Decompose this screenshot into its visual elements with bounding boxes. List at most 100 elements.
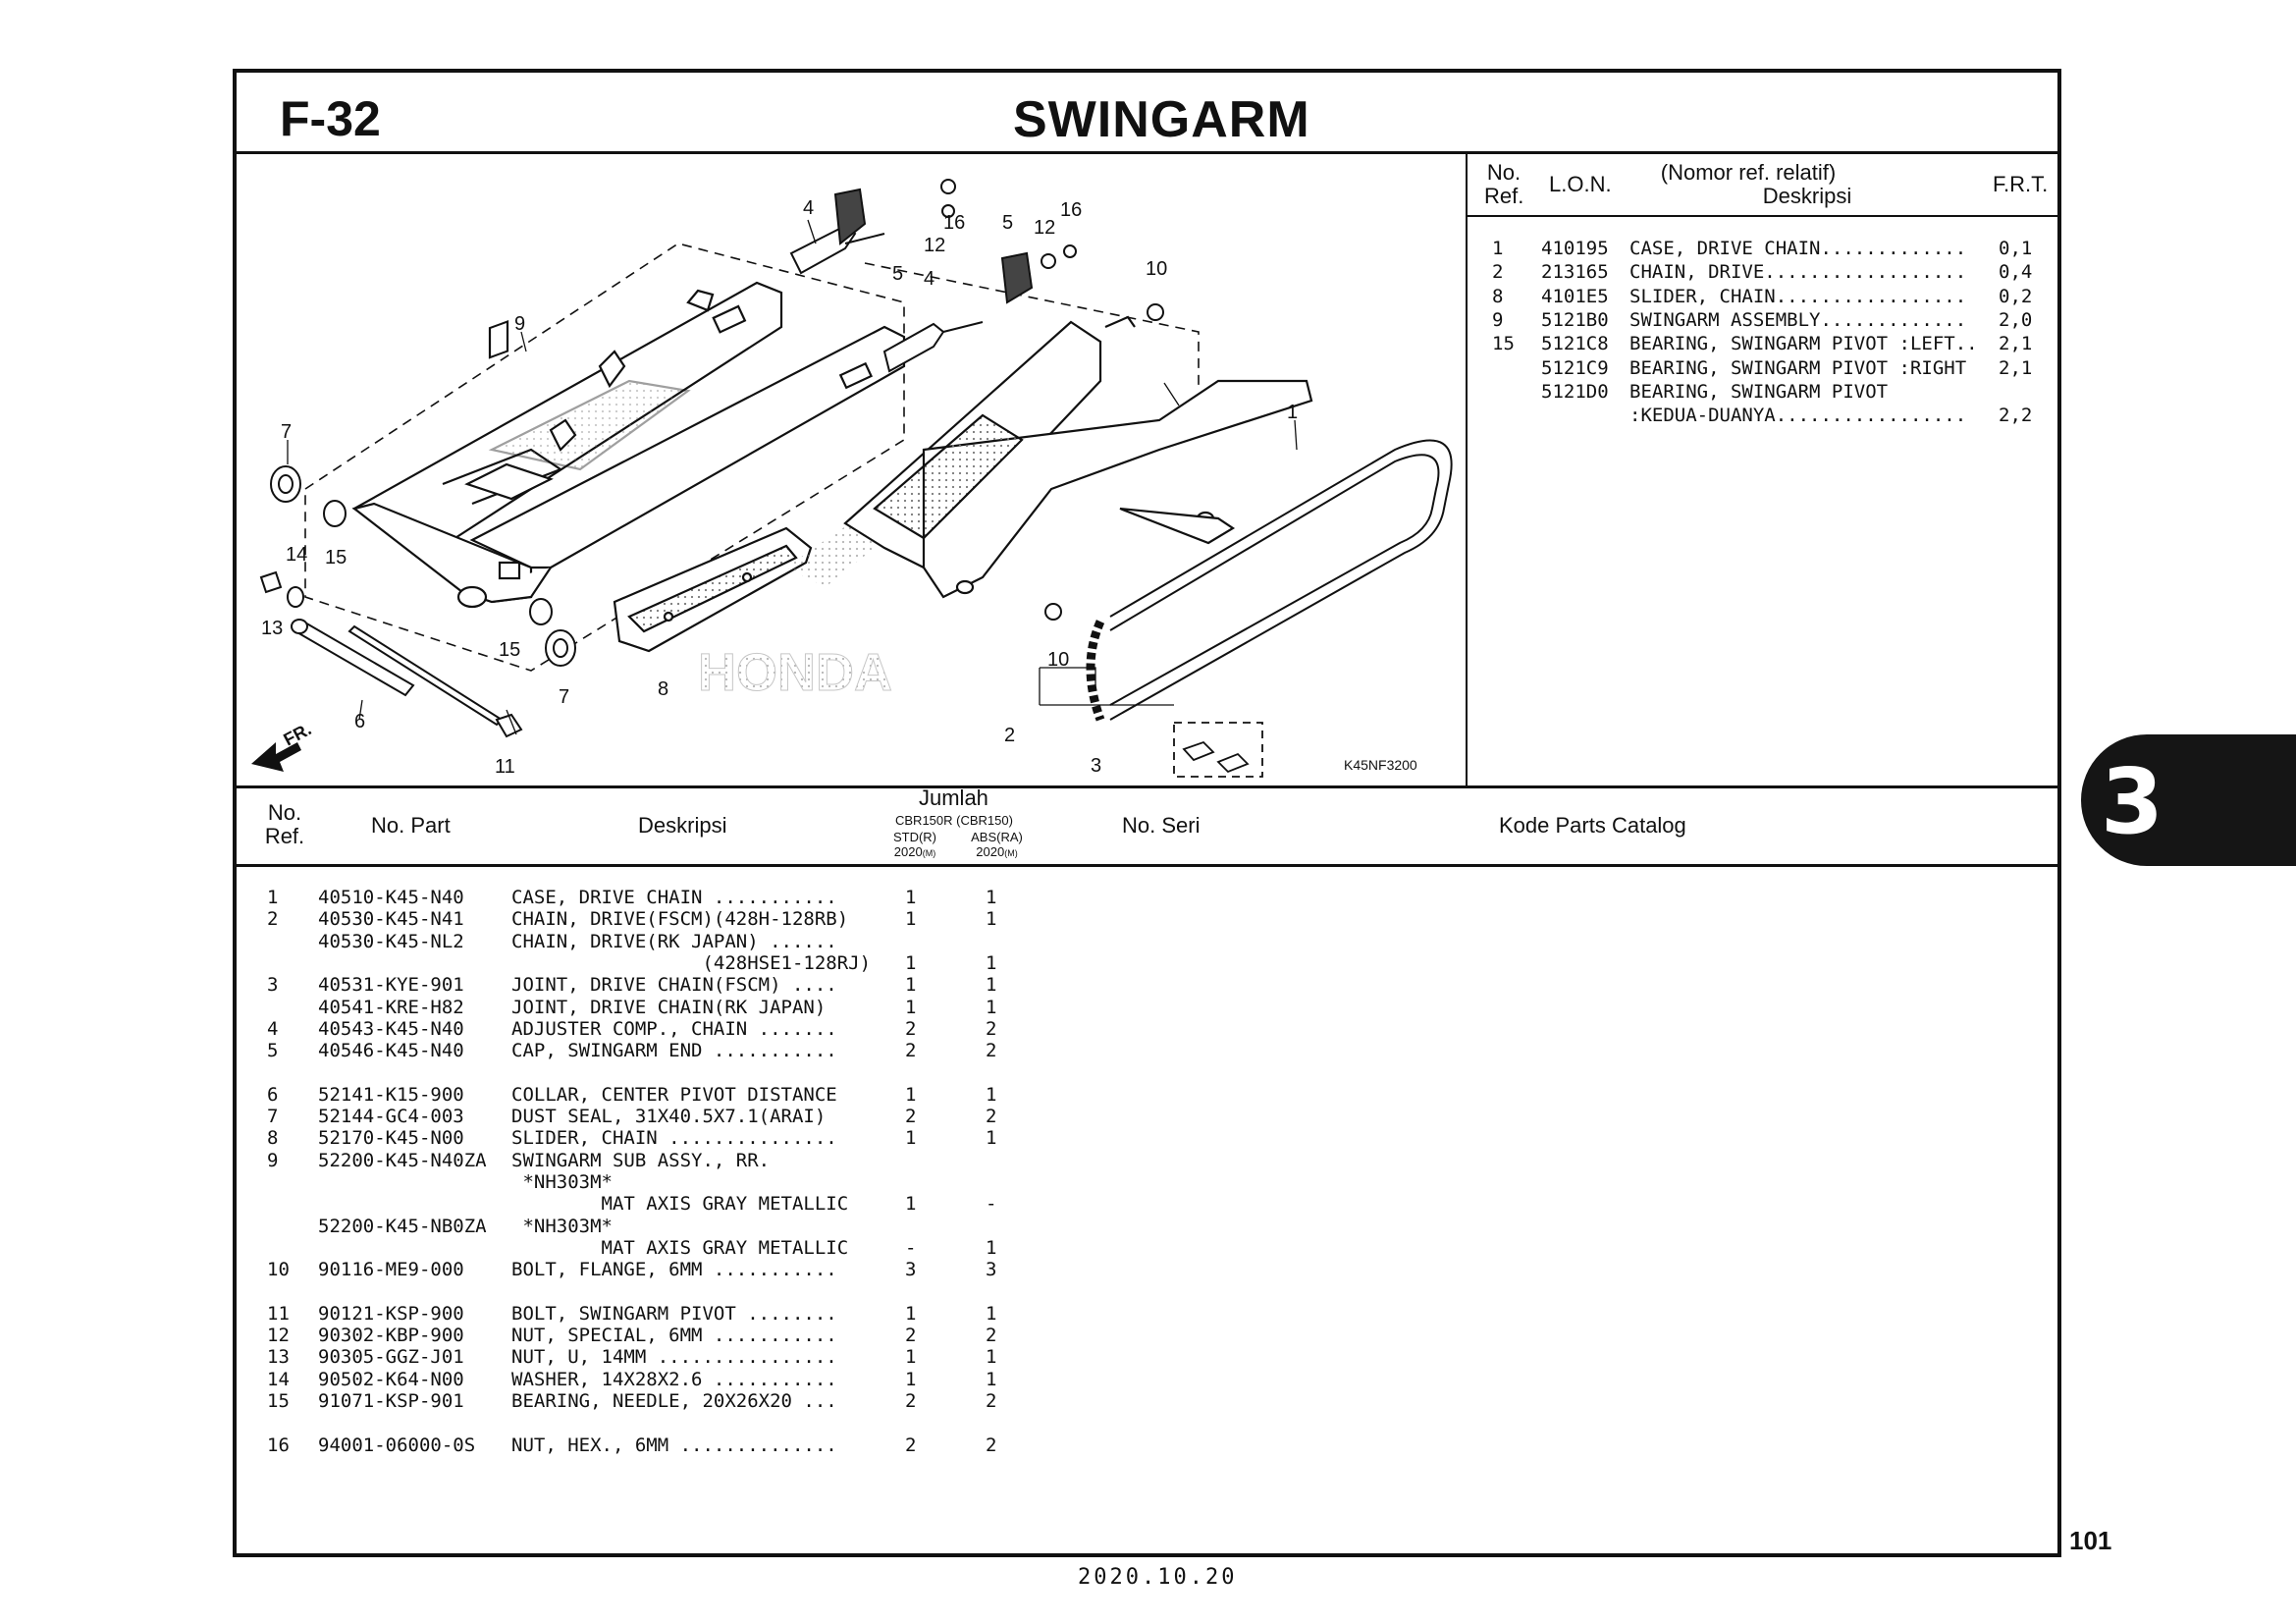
callout-16b: 16	[1060, 199, 1082, 221]
part-qty-abs: 2	[986, 1434, 997, 1456]
front-direction-arrow: FR.	[251, 719, 314, 772]
part-desc: NUT, HEX., 6MM ..............	[511, 1434, 837, 1456]
part-number: 40530-K45-N41	[318, 908, 464, 931]
part-desc: CHAIN, DRIVE(RK JAPAN) ......	[511, 930, 837, 952]
ref-frt: 0,1	[1999, 238, 2033, 259]
callout-6: 6	[354, 711, 365, 732]
part-number: 40510-K45-N40	[318, 887, 464, 908]
ref-head-frt: F.R.T.	[1993, 172, 2049, 196]
part-desc: CHAIN, DRIVE(FSCM)(428H-128RB)	[511, 908, 849, 931]
part-qty-abs: 1	[986, 908, 997, 931]
drive-chain	[1086, 439, 1453, 722]
part-qty-abs: 1	[986, 887, 997, 908]
part-ref: 5	[267, 1040, 279, 1062]
part-qty-abs: 2	[986, 1325, 997, 1346]
part-number: 90305-GGZ-J01	[318, 1346, 464, 1369]
ref-frt: 2,1	[1999, 356, 2033, 379]
parts-head-seri: No. Seri	[1122, 813, 1201, 838]
part-desc: WASHER, 14X28X2.6 ...........	[511, 1368, 837, 1390]
part-number: 94001-06000-0S	[318, 1434, 476, 1456]
callout-12b: 12	[1034, 217, 1055, 239]
part-number: 40530-K45-NL2	[318, 930, 464, 952]
callout-1: 1	[1287, 402, 1298, 423]
ref-lon: 5121B0	[1541, 308, 1609, 331]
part-desc: JOINT, DRIVE CHAIN(FSCM) ....	[511, 974, 837, 997]
callout-10a: 10	[1146, 258, 1167, 280]
parts-header-line	[237, 864, 2057, 867]
part-qty-abs: 2	[986, 1017, 997, 1040]
part-ref: 12	[267, 1325, 290, 1346]
part-qty-std: 2	[905, 1434, 917, 1456]
part-ref: 15	[267, 1389, 290, 1412]
part-ref: 10	[267, 1259, 290, 1281]
part-qty-abs: 1	[986, 1236, 997, 1259]
part-number: 90121-KSP-900	[318, 1302, 464, 1325]
collar-and-pivot-bolt	[291, 619, 523, 738]
ref-no: 15	[1492, 333, 1515, 355]
part-number: 52170-K45-N00	[318, 1127, 464, 1150]
part-number: 40541-KRE-H82	[318, 996, 464, 1018]
callout-5b: 5	[892, 263, 903, 285]
parts-head-kode: Kode Parts Catalog	[1499, 813, 1686, 838]
diagram-divider	[1466, 151, 1468, 785]
section-tab	[2081, 734, 2296, 866]
callout-9: 9	[514, 313, 525, 335]
callout-12a: 12	[924, 235, 945, 256]
part-desc: *NH303M*	[511, 1170, 613, 1193]
part-desc: DUST SEAL, 31X40.5X7.1(ARAI)	[511, 1106, 827, 1127]
callout-5a: 5	[1002, 212, 1013, 234]
ref-lon: 5121C9	[1541, 356, 1609, 379]
part-qty-std: 1	[905, 1302, 917, 1325]
part-desc: ADJUSTER COMP., CHAIN .......	[511, 1017, 837, 1040]
callout-8: 8	[658, 678, 668, 700]
ref-lon: 213165	[1541, 261, 1609, 284]
part-number: 40546-K45-N40	[318, 1040, 464, 1062]
part-number: 52200-K45-NB0ZA	[318, 1215, 487, 1237]
parts-head-no: No.Ref.	[264, 800, 305, 848]
ref-head-desc: (Nomor ref. relatif)Deskripsi	[1660, 160, 1852, 208]
part-number: 52200-K45-N40ZA	[318, 1149, 487, 1171]
page-id: F-32	[280, 91, 381, 146]
callout-numbers: 4 12 16 5 12 16 5 4 10 9 1 7 14 15 13 15…	[261, 197, 1298, 778]
chain-slider	[613, 526, 813, 653]
part-qty-abs: 1	[986, 1127, 997, 1150]
page-frame	[233, 69, 2061, 1557]
ref-desc: :KEDUA-DUANYA.................	[1629, 405, 1967, 427]
ref-lon: 5121C8	[1541, 333, 1609, 355]
part-qty-abs: 1	[986, 1368, 997, 1390]
part-desc: SLIDER, CHAIN ...............	[511, 1127, 837, 1150]
part-ref: 14	[267, 1368, 290, 1390]
ref-frt: 2,0	[1999, 308, 2033, 331]
ref-no: 2	[1492, 261, 1504, 284]
part-qty-abs: 2	[986, 1106, 997, 1127]
swingarm-exploded-diagram: HONDA FR.	[251, 179, 1453, 778]
part-qty-std: 1	[905, 1346, 917, 1369]
ref-desc: BEARING, SWINGARM PIVOT	[1629, 380, 1889, 403]
part-ref: 13	[267, 1346, 290, 1369]
ref-no: 8	[1492, 285, 1504, 307]
drive-chain-case	[843, 315, 1313, 599]
part-ref: 16	[267, 1434, 290, 1456]
callout-3: 3	[1091, 755, 1101, 777]
part-desc: NUT, U, 14MM ................	[511, 1346, 837, 1369]
ref-frt: 2,2	[1999, 405, 2033, 427]
part-number: 90302-KBP-900	[318, 1325, 464, 1346]
part-desc: NUT, SPECIAL, 6MM ...........	[511, 1325, 837, 1346]
ref-frt: 2,1	[1999, 333, 2033, 355]
part-qty-abs: 1	[986, 1346, 997, 1369]
swingarm-group-outline	[304, 243, 905, 672]
part-qty-std: 1	[905, 974, 917, 997]
part-qty-std: 1	[905, 1368, 917, 1390]
part-ref: 8	[267, 1127, 279, 1150]
part-qty-std: -	[905, 1236, 917, 1259]
part-ref: 11	[267, 1302, 290, 1325]
ref-lon: 410195	[1541, 238, 1609, 259]
part-qty-std: 1	[905, 1127, 917, 1150]
ref-lon: 4101E5	[1541, 285, 1609, 307]
part-ref: 3	[267, 974, 279, 997]
ref-desc: SWINGARM ASSEMBLY.............	[1629, 308, 1967, 331]
part-qty-std: 1	[905, 1083, 917, 1106]
part-desc: BOLT, SWINGARM PIVOT ........	[511, 1302, 837, 1325]
part-qty-abs: 1	[986, 996, 997, 1018]
ref-desc: CASE, DRIVE CHAIN.............	[1629, 238, 1967, 259]
